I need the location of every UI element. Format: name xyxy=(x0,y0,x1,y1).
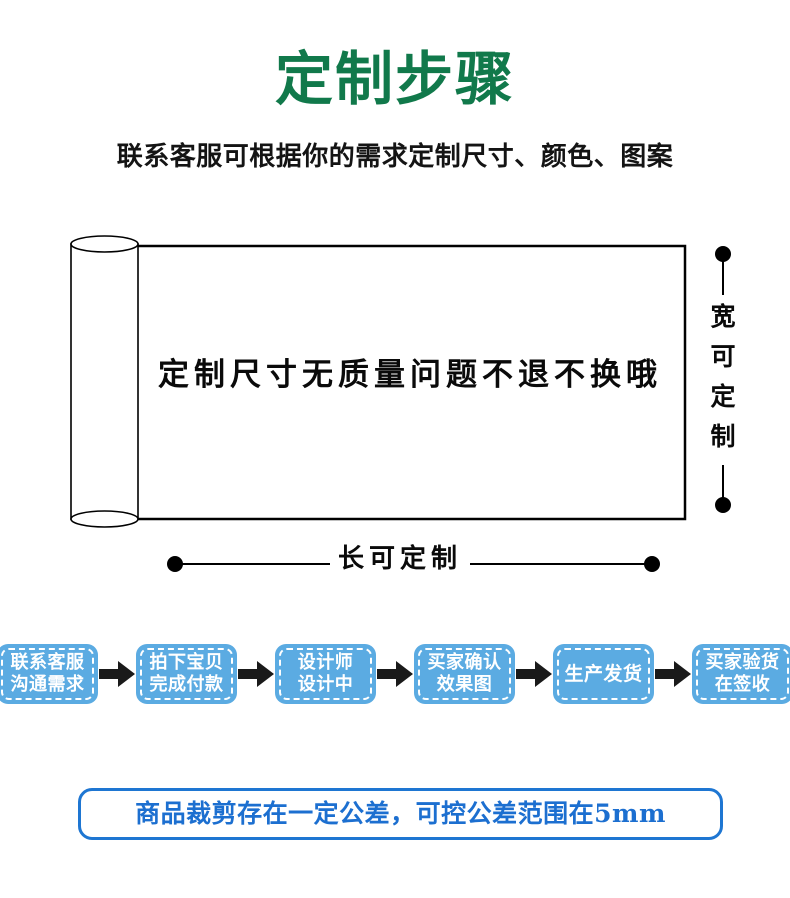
length-dimension-right-dot xyxy=(644,556,660,572)
width-dimension-char-2: 定 xyxy=(710,382,736,411)
width-dimension-char-3: 制 xyxy=(710,422,736,451)
width-dimension-char-1: 可 xyxy=(710,342,736,371)
flow-step-5[interactable]: 生产发货 xyxy=(553,644,654,704)
width-dimension-label: 宽 可 定 制 xyxy=(700,297,746,457)
flow-arrow-4 xyxy=(515,659,553,689)
flow-arrow-5 xyxy=(654,659,692,689)
flow-step-1-label: 联系客服 沟通需求 xyxy=(10,652,85,695)
width-dimension-bottom-dot xyxy=(715,497,731,513)
roll-cylinder-top-ellipse xyxy=(70,235,139,253)
roll-diagram-svg xyxy=(70,235,743,572)
flow-arrow-3 xyxy=(376,659,414,689)
flow-arrow-1 xyxy=(98,659,136,689)
sheet-rectangle xyxy=(102,244,687,521)
page-subtitle: 联系客服可根据你的需求定制尺寸、颜色、图案 xyxy=(116,142,674,172)
roll-caption: 定制尺寸无质量问题不退不换哦 xyxy=(158,357,662,393)
right-arrow-icon xyxy=(655,661,691,687)
length-dimension-label: 长可定制 xyxy=(330,542,470,576)
length-dimension-left-dot xyxy=(167,556,183,572)
width-label-backdrop xyxy=(705,295,743,465)
flow-step-2-label: 拍下宝贝 完成付款 xyxy=(149,652,224,695)
flow-step-4[interactable]: 买家确认 效果图 xyxy=(414,644,515,704)
right-arrow-icon xyxy=(238,661,274,687)
flow-step-1[interactable]: 联系客服 沟通需求 xyxy=(0,644,98,704)
width-dimension-char-0: 宽 xyxy=(710,302,736,331)
flow-step-2[interactable]: 拍下宝贝 完成付款 xyxy=(136,644,237,704)
flow-step-6[interactable]: 买家验货 在签收 xyxy=(692,644,790,704)
flow-step-5-label: 生产发货 xyxy=(564,663,643,685)
roll-diagram: 定制尺寸无质量问题不退不换哦 宽 可 定 制 长可定制 xyxy=(0,225,790,595)
flow-step-3[interactable]: 设计师 设计中 xyxy=(275,644,376,704)
width-dimension-top-dot xyxy=(715,246,731,262)
tolerance-notice: 商品裁剪存在一定公差，可控公差范围在5mm xyxy=(78,788,723,840)
tolerance-notice-text: 商品裁剪存在一定公差，可控公差范围在5mm xyxy=(135,799,666,828)
right-arrow-icon xyxy=(516,661,552,687)
right-arrow-icon xyxy=(99,661,135,687)
roll-cylinder-bottom-ellipse xyxy=(70,510,139,528)
flow-step-6-label: 买家验货 在签收 xyxy=(705,652,780,695)
page-title: 定制步骤 xyxy=(274,45,515,113)
flow-step-3-label: 设计师 设计中 xyxy=(297,652,354,695)
flow-arrow-2 xyxy=(237,659,275,689)
right-arrow-icon xyxy=(377,661,413,687)
flow-step-4-label: 买家确认 效果图 xyxy=(427,652,502,695)
process-flow: 联系客服 沟通需求 拍下宝贝 完成付款 设计师 设计中 买家确认 效果图 生产发… xyxy=(0,643,790,705)
roll-cylinder-body xyxy=(70,243,139,520)
